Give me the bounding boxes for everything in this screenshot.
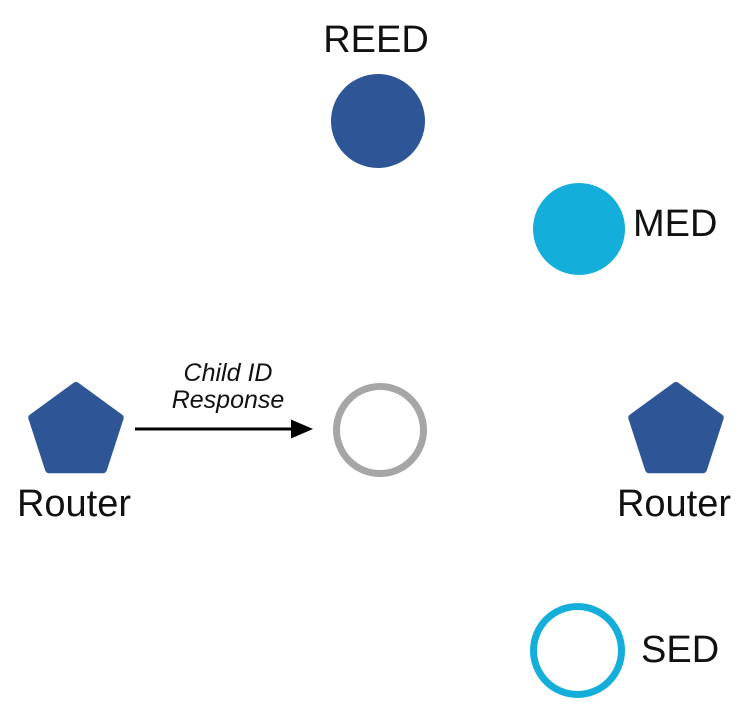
reed-label: REED <box>323 19 429 61</box>
child-id-response-caption: Child ID Response <box>138 360 318 414</box>
caption-line-1: Child ID <box>183 359 273 387</box>
router-right-label: Router <box>616 483 732 525</box>
reed-node-circle <box>331 74 425 168</box>
router-right-pentagon-icon <box>628 382 724 474</box>
arrow-head <box>291 419 313 439</box>
sed-node-circle <box>530 603 625 698</box>
router-left-pentagon-icon <box>28 382 124 474</box>
med-label: MED <box>633 203 718 245</box>
med-node-circle <box>533 183 625 275</box>
message-arrow-icon <box>135 419 313 439</box>
router-right-pentagon-shape <box>628 382 724 474</box>
sed-label: SED <box>641 629 720 671</box>
joining-child-node-circle <box>333 383 427 477</box>
router-left-label: Router <box>16 483 132 525</box>
caption-line-2: Response <box>171 386 285 414</box>
router-left-pentagon-shape <box>28 382 124 474</box>
